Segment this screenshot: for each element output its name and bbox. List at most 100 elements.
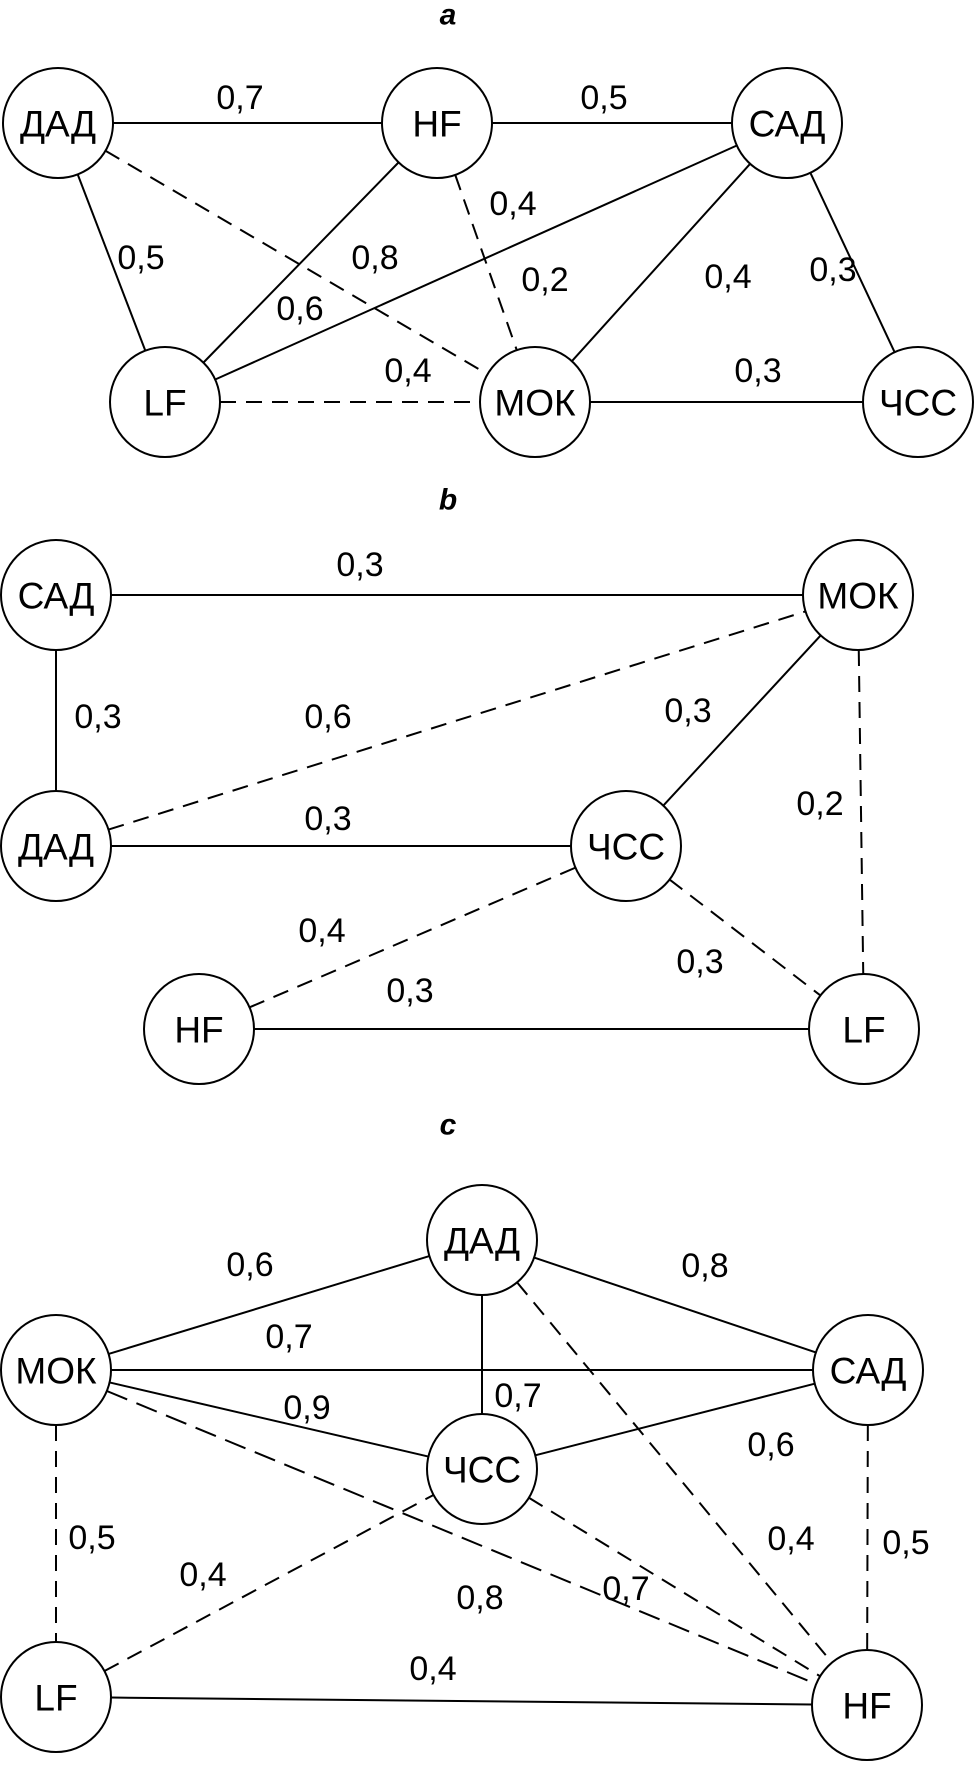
- edge-lf-chss-dashed: [104, 1494, 434, 1672]
- edge-dad-mok-dashed: [104, 149, 489, 376]
- node-circle: [0, 539, 112, 651]
- node-label: HF: [412, 104, 461, 145]
- edge-weight-sad-hf: 0,5: [882, 1524, 929, 1562]
- edge-mok-lf-dashed: [857, 649, 865, 975]
- edge-dad-sad-solid: [533, 1256, 817, 1354]
- node-circle: [2, 67, 114, 179]
- edge-chss-lf-dashed: [668, 878, 822, 997]
- node-circle: [0, 790, 112, 902]
- node-chss: ЧСС: [862, 346, 974, 458]
- node-circle: [811, 1649, 923, 1761]
- edge-weight-mok-dad: 0,6: [226, 1246, 273, 1284]
- panel-title: a: [440, 0, 457, 32]
- nodes: ДАД МОК САД ЧСС LF HF: [0, 1184, 924, 1761]
- edge-hf-chss-dashed: [249, 866, 576, 1009]
- edge-chss-sad-solid: [535, 1382, 815, 1457]
- node-circle: [143, 973, 255, 1085]
- edge-weight-hf-chss: 0,4: [298, 912, 345, 950]
- node-dad: ДАД: [0, 790, 112, 902]
- edge-weight-mok-lf: 0,5: [68, 1519, 115, 1557]
- edge-weight-hf-mok: 0,4: [489, 185, 536, 223]
- edge-hf-mok-dashed: [454, 174, 518, 351]
- edge-weight-sad-mok: 0,3: [336, 546, 383, 584]
- node-label: ДАД: [20, 104, 96, 145]
- node-label: МОК: [15, 1351, 97, 1392]
- edges: [76, 122, 896, 403]
- node-dad: ДАД: [426, 1184, 538, 1296]
- edge-mok-chss-solid: [109, 1381, 429, 1458]
- node-circle: [802, 539, 914, 651]
- panel-title: b: [439, 484, 457, 517]
- node-label: МОК: [817, 576, 899, 617]
- edge-sad-lf-solid: [214, 144, 738, 381]
- node-label: САД: [749, 104, 826, 145]
- node-lf: LF: [109, 346, 221, 458]
- edge-weight-chss-lf: 0,3: [676, 943, 723, 981]
- edge-weight-sad-mok: 0,4: [704, 258, 751, 296]
- node-label: LF: [34, 1678, 77, 1719]
- node-label: ДАД: [444, 1221, 520, 1262]
- edge-weight-dad-lf: 0,5: [117, 239, 164, 277]
- edge-weight-chss-mok: 0,3: [664, 692, 711, 730]
- edge-weight-hf-lf: 0,3: [386, 972, 433, 1010]
- node-circle: [381, 67, 493, 179]
- edge-sad-chss-solid: [809, 172, 896, 353]
- node-circle: [479, 346, 591, 458]
- node-hf: HF: [143, 973, 255, 1085]
- node-circle: [808, 973, 920, 1085]
- edge-weight-lf-mok: 0,4: [384, 352, 431, 390]
- edge-weight-lf-chss: 0,4: [179, 1556, 226, 1594]
- node-circle: [426, 1413, 538, 1525]
- edge-weight-dad-sad: 0,8: [681, 1247, 728, 1285]
- node-label: ЧСС: [443, 1450, 521, 1491]
- edges: [55, 594, 865, 1030]
- node-label: САД: [18, 576, 95, 617]
- node-dad: ДАД: [2, 67, 114, 179]
- node-circle: [109, 346, 221, 458]
- edge-weight-hf-sad: 0,5: [580, 79, 627, 117]
- node-chss: ЧСС: [426, 1413, 538, 1525]
- edge-dad-hf-dashed: [516, 1281, 833, 1664]
- edge-weight-mok-lf: 0,2: [796, 785, 843, 823]
- edge-weight-dad-hf: 0,4: [767, 1520, 814, 1558]
- edge-weight-sad-dad: 0,3: [74, 698, 121, 736]
- edges: [55, 1255, 869, 1706]
- node-circle: [862, 346, 974, 458]
- edge-weight-mok-sad: 0,7: [265, 1318, 312, 1356]
- edge-sad-hf-dashed: [866, 1424, 869, 1651]
- node-label: САД: [830, 1351, 907, 1392]
- node-chss: ЧСС: [570, 790, 682, 902]
- edge-weight-chss-hf: 0,7: [602, 1570, 649, 1608]
- node-circle: [812, 1314, 924, 1426]
- edge-weight-dad-mok: 0,6: [304, 698, 351, 736]
- node-sad: САД: [731, 67, 843, 179]
- node-label: LF: [842, 1010, 885, 1051]
- edge-sad-mok-solid: [571, 163, 751, 362]
- node-mok: МОК: [479, 346, 591, 458]
- node-circle: [426, 1184, 538, 1296]
- node-sad: САД: [812, 1314, 924, 1426]
- node-circle: [570, 790, 682, 902]
- panel-title: c: [440, 1109, 457, 1142]
- edge-dad-mok-dashed: [108, 610, 806, 831]
- edge-weight-mok-hf: 0,8: [456, 1579, 503, 1617]
- edge-weight-sad-chss: 0,3: [809, 251, 856, 289]
- node-label: МОК: [494, 383, 576, 424]
- node-mok: МОК: [802, 539, 914, 651]
- edge-weight-chss-sad: 0,6: [747, 1426, 794, 1464]
- edge-chss-mok-solid: [662, 634, 822, 807]
- node-circle: [731, 67, 843, 179]
- edge-dad-lf-solid: [76, 173, 147, 352]
- node-label: HF: [842, 1686, 891, 1727]
- node-lf: LF: [808, 973, 920, 1085]
- edge-weight-dad-chss: 0,3: [304, 800, 351, 838]
- node-circle: [0, 1641, 112, 1753]
- edge-weight-mok-chss: 0,9: [283, 1389, 330, 1427]
- edge-weight-dad-mok: 0,8: [351, 239, 398, 277]
- edge-weight-hf-lf: 0,6: [276, 290, 323, 328]
- edge-chss-hf-dashed: [528, 1496, 821, 1678]
- edge-weight-sad-lf: 0,2: [521, 261, 568, 299]
